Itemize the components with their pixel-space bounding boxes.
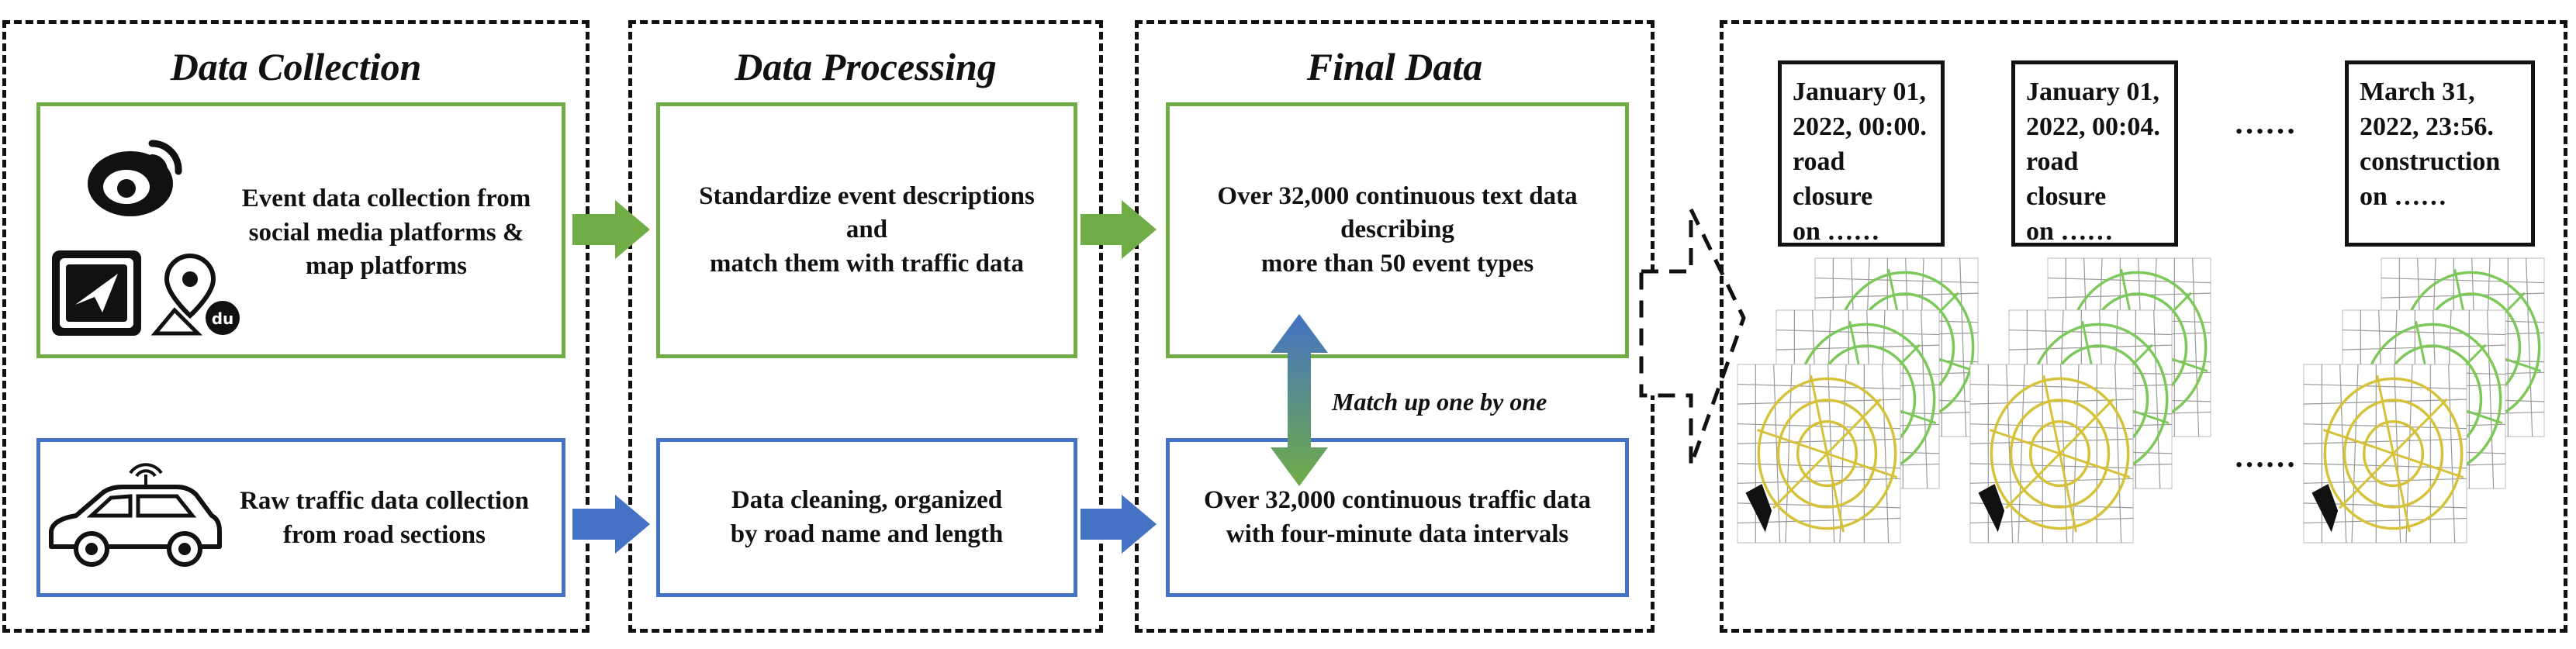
match-label: Match up one by one: [1332, 388, 1547, 416]
event-card-3: March 31, 2022, 23:56. construction on ……: [2345, 60, 2535, 247]
final-traffic-text: Over 32,000 continuous traffic data with…: [1204, 485, 1591, 548]
event-collection-box: Event data collection from social media …: [36, 102, 565, 358]
standardize-text: Standardize event descriptions and match…: [699, 181, 1035, 278]
traffic-collection-text: Raw traffic data collection from road se…: [240, 487, 529, 549]
ellipsis-bottom: ……: [2234, 439, 2296, 474]
event-card-1: January 01, 2022, 00:00. road closure on…: [1778, 60, 1945, 247]
data-processing-panel: Data Processing: [628, 20, 1103, 633]
blue-arrow-1: [572, 495, 650, 554]
final-traffic-box: Over 32,000 continuous traffic data with…: [1166, 438, 1629, 597]
cleaning-text: Data cleaning, organized by road name an…: [730, 485, 1004, 548]
baidu-map-icon: du: [150, 253, 240, 336]
match-arrow: [1271, 314, 1328, 486]
event-collection-text: Event data collection from social media …: [241, 185, 531, 281]
green-arrow-1: [572, 200, 650, 259]
svg-text:du: du: [212, 309, 234, 328]
weibo-icon: [88, 140, 182, 216]
green-arrow-2: [1081, 200, 1157, 259]
final-data-title: Final Data: [1306, 45, 1483, 88]
callout-arrow: [1639, 208, 1746, 466]
map-stacks: [1737, 257, 2545, 544]
final-text-text: Over 32,000 continuous text data describ…: [1217, 181, 1578, 278]
amap-icon: [52, 250, 141, 336]
final-text-box: Over 32,000 continuous text data describ…: [1166, 102, 1629, 358]
ellipsis-top: ……: [2234, 105, 2296, 140]
car-icon: [49, 463, 222, 567]
event-card-2: January 01, 2022, 00:04. road closure on…: [2011, 60, 2178, 247]
map-tile: [1969, 364, 2134, 544]
traffic-collection-box: Raw traffic data collection from road se…: [36, 438, 565, 597]
standardize-box: Standardize event descriptions and match…: [656, 102, 1077, 358]
samples-panel: [1720, 20, 2567, 633]
data-collection-panel: Data Collection: [2, 20, 590, 633]
map-tile: [1737, 364, 1901, 544]
data-collection-title: Data Collection: [170, 45, 422, 88]
blue-arrow-2: [1081, 495, 1157, 554]
map-tile: [2303, 364, 2467, 544]
cleaning-box: Data cleaning, organized by road name an…: [656, 438, 1077, 597]
data-processing-title: Data Processing: [735, 45, 997, 88]
